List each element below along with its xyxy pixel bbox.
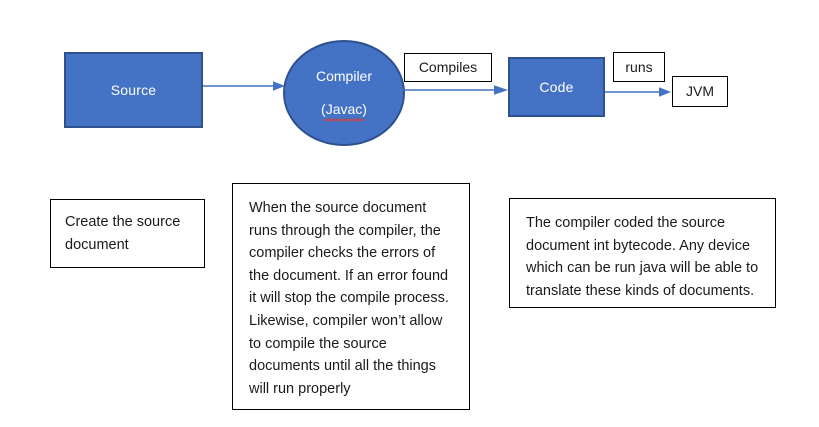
node-compiler-label-secondary-text: (Javac) — [321, 101, 367, 117]
node-jvm-label: JVM — [686, 83, 714, 100]
spellcheck-squiggle-icon — [324, 118, 364, 122]
connector-code-to-jvm — [605, 84, 677, 100]
note-create-source[interactable]: Create the source document — [50, 199, 205, 268]
node-code-label: Code — [539, 78, 574, 95]
edge-label-runs-text: runs — [625, 58, 653, 75]
edge-label-compiles-text: Compiles — [418, 59, 478, 76]
node-code[interactable]: Code — [508, 57, 605, 117]
edge-label-runs[interactable]: runs — [613, 52, 665, 82]
note-compiler-explanation-text: When the source document runs through th… — [249, 200, 449, 397]
node-jvm[interactable]: JVM — [672, 76, 728, 107]
node-compiler-label-secondary: (Javac) — [321, 101, 367, 122]
node-source[interactable]: Source — [64, 52, 203, 128]
node-compiler-label-primary: Compiler — [315, 68, 372, 85]
note-compiler-explanation[interactable]: When the source document runs through th… — [232, 183, 470, 410]
node-source-label: Source — [110, 81, 157, 98]
edge-label-compiles[interactable]: Compiles — [404, 53, 492, 82]
connector-compiler-to-code — [400, 82, 512, 98]
note-bytecode-explanation-text: The compiler coded the source document i… — [526, 215, 759, 299]
node-compiler[interactable]: Compiler (Javac) — [283, 40, 405, 146]
note-create-source-text: Create the source document — [65, 214, 181, 253]
note-bytecode-explanation[interactable]: The compiler coded the source document i… — [509, 198, 776, 308]
connector-source-to-compiler — [203, 78, 287, 94]
